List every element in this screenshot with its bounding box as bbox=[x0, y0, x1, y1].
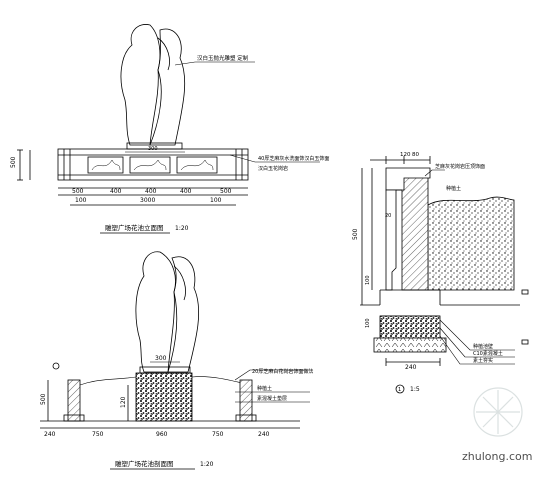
detail-view bbox=[360, 156, 529, 394]
annotation-detail-4: C10素混凝土 bbox=[473, 350, 503, 357]
annotation-detail-3: 种植池壁 bbox=[473, 343, 493, 350]
detail-footing bbox=[379, 315, 441, 339]
planter-box bbox=[57, 148, 249, 181]
dim-elevation-row-4: 400 bbox=[180, 188, 192, 195]
statue-figure-left bbox=[120, 24, 161, 146]
section-view bbox=[40, 251, 310, 429]
watermark-logo bbox=[473, 387, 523, 437]
dim-detail-top-1: 120 bbox=[400, 152, 411, 158]
dim-detail-bottom: 240 bbox=[405, 364, 417, 371]
elevation-view bbox=[17, 24, 320, 206]
dim-elevation-sub-2: 3000 bbox=[140, 197, 155, 204]
dim-elevation-sub-3: 100 bbox=[210, 197, 222, 204]
dim-section-height: 500 bbox=[40, 393, 47, 405]
annotation-base-finish: 40厚芝麻灰水洗面饰汉白玉饰面 bbox=[258, 155, 329, 162]
dim-section-row-4: 750 bbox=[212, 431, 224, 438]
annotation-base-stone: 汉白玉花岗岩 bbox=[258, 165, 288, 172]
dim-elevation-row-2: 400 bbox=[110, 188, 122, 195]
dim-section-row-3: 960 bbox=[156, 431, 168, 438]
dim-section-row-1: 240 bbox=[44, 431, 56, 438]
detail-wall bbox=[401, 174, 429, 291]
annotation-section-1: 20厚芝麻白花岗岩饰面做法 bbox=[252, 368, 313, 375]
dim-detail-base: 100 bbox=[365, 318, 371, 328]
detail-scale: 1:5 bbox=[410, 386, 420, 393]
dim-detail-mid: 20 bbox=[385, 213, 391, 219]
watermark-text: zhulong.com bbox=[462, 450, 532, 463]
dim-section-top: 300 bbox=[155, 355, 167, 362]
annotation-section-2: 种植土 bbox=[257, 385, 272, 392]
dim-elevation-row-5: 500 bbox=[220, 188, 232, 195]
detail-label-number: 1 bbox=[398, 387, 401, 393]
dim-elevation-top: 300 bbox=[148, 146, 158, 152]
annotation-statue: 汉白玉抛光雕塑 定制 bbox=[197, 54, 249, 62]
dim-section-bottom: 120 bbox=[120, 396, 127, 408]
dim-detail-top-2: 80 bbox=[412, 152, 419, 158]
statue-section-right bbox=[167, 256, 200, 373]
statue-figure-right bbox=[149, 28, 186, 146]
dim-elevation-row-1: 500 bbox=[72, 188, 84, 195]
dim-elevation-height: 500 bbox=[10, 156, 17, 168]
section-scale: 1:20 bbox=[200, 461, 214, 468]
dim-elevation-sub-1: 100 bbox=[75, 197, 87, 204]
section-title: 雕塑广场花池剖面图 bbox=[115, 459, 174, 468]
dim-elevation-row-3: 400 bbox=[145, 188, 157, 195]
elevation-title: 雕塑广场花池立面图 bbox=[105, 223, 164, 232]
detail-soil bbox=[427, 196, 515, 291]
annotation-detail-5: 素土夯实 bbox=[473, 357, 493, 364]
dim-section-row-5: 240 bbox=[258, 431, 270, 438]
dim-detail-low: 100 bbox=[365, 275, 371, 285]
annotation-detail-2: 种植土 bbox=[446, 185, 461, 192]
statue-section-left bbox=[135, 251, 176, 373]
annotation-section-3: 素混凝土垫层 bbox=[257, 395, 287, 402]
section-core bbox=[135, 372, 193, 422]
dim-detail-height: 500 bbox=[352, 228, 359, 240]
annotation-detail-1: 芝麻灰花岗岩压顶饰面 bbox=[435, 163, 485, 170]
elevation-scale: 1:20 bbox=[175, 225, 189, 232]
dim-section-row-2: 750 bbox=[92, 431, 104, 438]
